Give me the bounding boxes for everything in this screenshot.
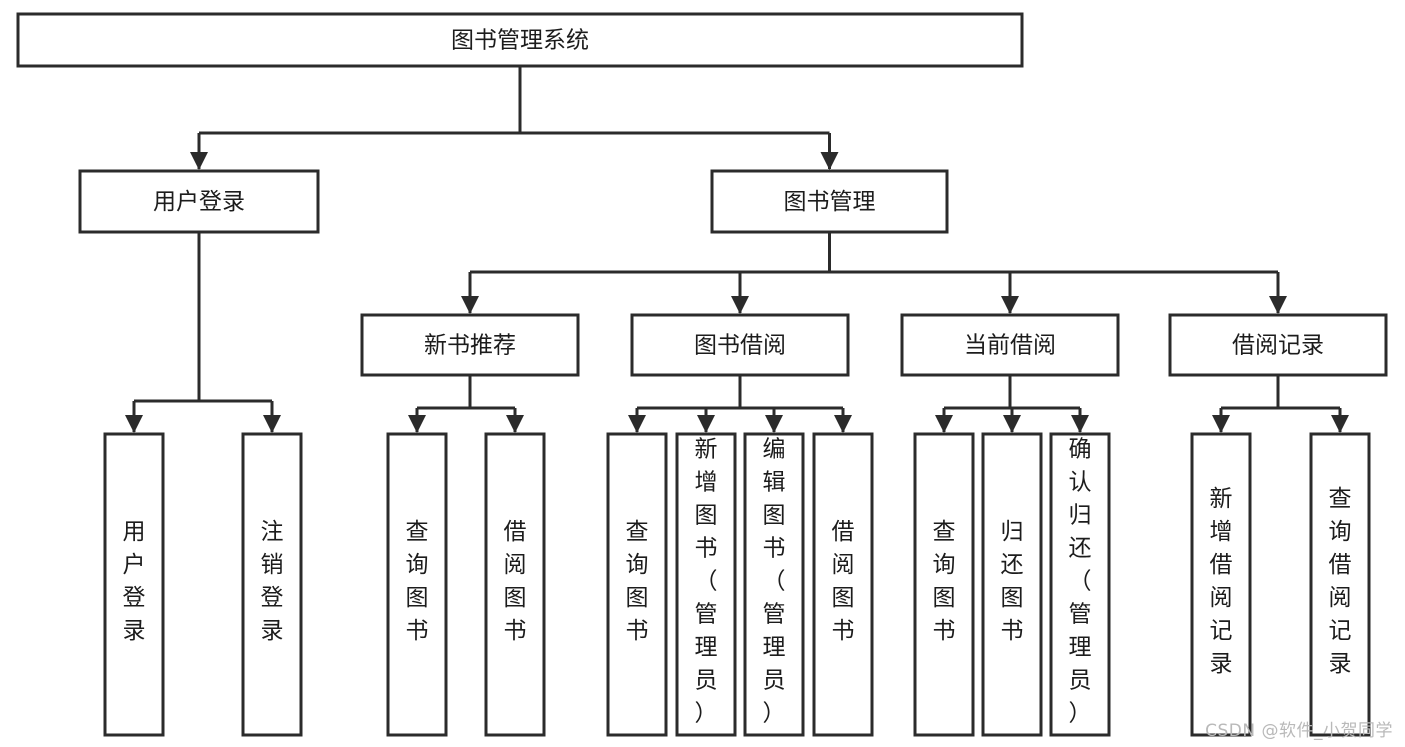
- connector-level3-1-to-leaves: [628, 375, 852, 433]
- arrow-head-icon: [263, 415, 281, 433]
- arrow-head-icon: [820, 152, 839, 170]
- leaf-node-10[interactable]: 确认归还（管理员）: [1049, 432, 1111, 737]
- node-label: 用户登录: [123, 519, 146, 644]
- arrow-head-icon: [408, 415, 426, 433]
- arrow-head-icon: [1331, 415, 1349, 433]
- arrow-head-icon: [461, 296, 479, 314]
- node-label: 查询图书: [406, 519, 429, 644]
- connector-level3-3-to-leaves: [1212, 375, 1349, 433]
- arrow-head-icon: [1212, 415, 1230, 433]
- leaf-node-3[interactable]: 借阅图书: [484, 432, 546, 737]
- arrow-head-icon: [628, 415, 646, 433]
- connector-level3-0-to-leaves: [408, 375, 524, 433]
- arrow-head-icon: [765, 415, 783, 433]
- leaf-node-7[interactable]: 借阅图书: [812, 432, 874, 737]
- node-label: 查询借阅记录: [1329, 486, 1352, 677]
- leaf-node-0[interactable]: 用户登录: [103, 432, 165, 737]
- node-label: 查询图书: [933, 519, 956, 644]
- leaf-node-11[interactable]: 新增借阅记录: [1190, 432, 1252, 737]
- leaf-node-5[interactable]: 新增图书（管理员）: [675, 432, 737, 737]
- arrow-head-icon: [1269, 296, 1287, 314]
- leaf-node-6[interactable]: 编辑图书（管理员）: [743, 432, 805, 737]
- arrow-head-icon: [1003, 415, 1021, 433]
- connector-bookmgmt-to-level3: [461, 232, 1287, 314]
- node-label: 编辑图书（管理员）: [763, 437, 786, 727]
- level3-node-0[interactable]: 新书推荐: [360, 313, 580, 377]
- node-label: 确认归还（管理员）: [1069, 437, 1092, 727]
- arrow-head-icon: [731, 296, 749, 314]
- node-label: 新增借阅记录: [1210, 486, 1233, 677]
- level2-node-0[interactable]: 用户登录: [78, 169, 320, 234]
- leaf-node-4[interactable]: 查询图书: [606, 432, 668, 737]
- root-node-图书管理系统[interactable]: 图书管理系统: [16, 12, 1024, 68]
- arrow-head-icon: [1001, 296, 1019, 314]
- connector-layer: [125, 66, 1349, 433]
- level2-node-1[interactable]: 图书管理: [710, 169, 949, 234]
- connector-root-to-level2: [190, 66, 839, 170]
- arrow-head-icon: [935, 415, 953, 433]
- node-label: 注销登录: [261, 519, 284, 644]
- level3-node-3[interactable]: 借阅记录: [1168, 313, 1388, 377]
- leaf-node-12[interactable]: 查询借阅记录: [1309, 432, 1371, 737]
- arrow-head-icon: [697, 415, 715, 433]
- level3-node-2[interactable]: 当前借阅: [900, 313, 1120, 377]
- arrow-head-icon: [506, 415, 524, 433]
- node-label: 借阅图书: [832, 519, 855, 644]
- node-layer: 图书管理系统用户登录图书管理新书推荐图书借阅当前借阅借阅记录用户登录注销登录查询…: [16, 12, 1388, 737]
- arrow-head-icon: [834, 415, 852, 433]
- node-label: 用户登录: [153, 189, 245, 215]
- node-label: 图书管理系统: [451, 28, 589, 54]
- node-label: 图书借阅: [694, 333, 786, 359]
- node-label: 当前借阅: [964, 333, 1056, 359]
- connector-userlogin-to-leaves: [125, 232, 281, 433]
- arrow-head-icon: [125, 415, 143, 433]
- node-label: 新增图书（管理员）: [695, 437, 718, 727]
- leaf-node-9[interactable]: 归还图书: [981, 432, 1043, 737]
- node-label: 归还图书: [1001, 519, 1024, 644]
- arrow-head-icon: [190, 152, 208, 170]
- arrow-head-icon: [1071, 415, 1089, 433]
- node-label: 图书管理: [784, 189, 876, 215]
- node-label: 借阅图书: [504, 519, 527, 644]
- node-label: 新书推荐: [424, 333, 516, 359]
- leaf-node-1[interactable]: 注销登录: [241, 432, 303, 737]
- node-label: 查询图书: [626, 519, 649, 644]
- level3-node-1[interactable]: 图书借阅: [630, 313, 850, 377]
- leaf-node-2[interactable]: 查询图书: [386, 432, 448, 737]
- connector-level3-2-to-leaves: [935, 375, 1089, 433]
- node-label: 借阅记录: [1232, 333, 1324, 359]
- leaf-node-8[interactable]: 查询图书: [913, 432, 975, 737]
- watermark-label: CSDN @软件_小贺同学: [1205, 721, 1393, 741]
